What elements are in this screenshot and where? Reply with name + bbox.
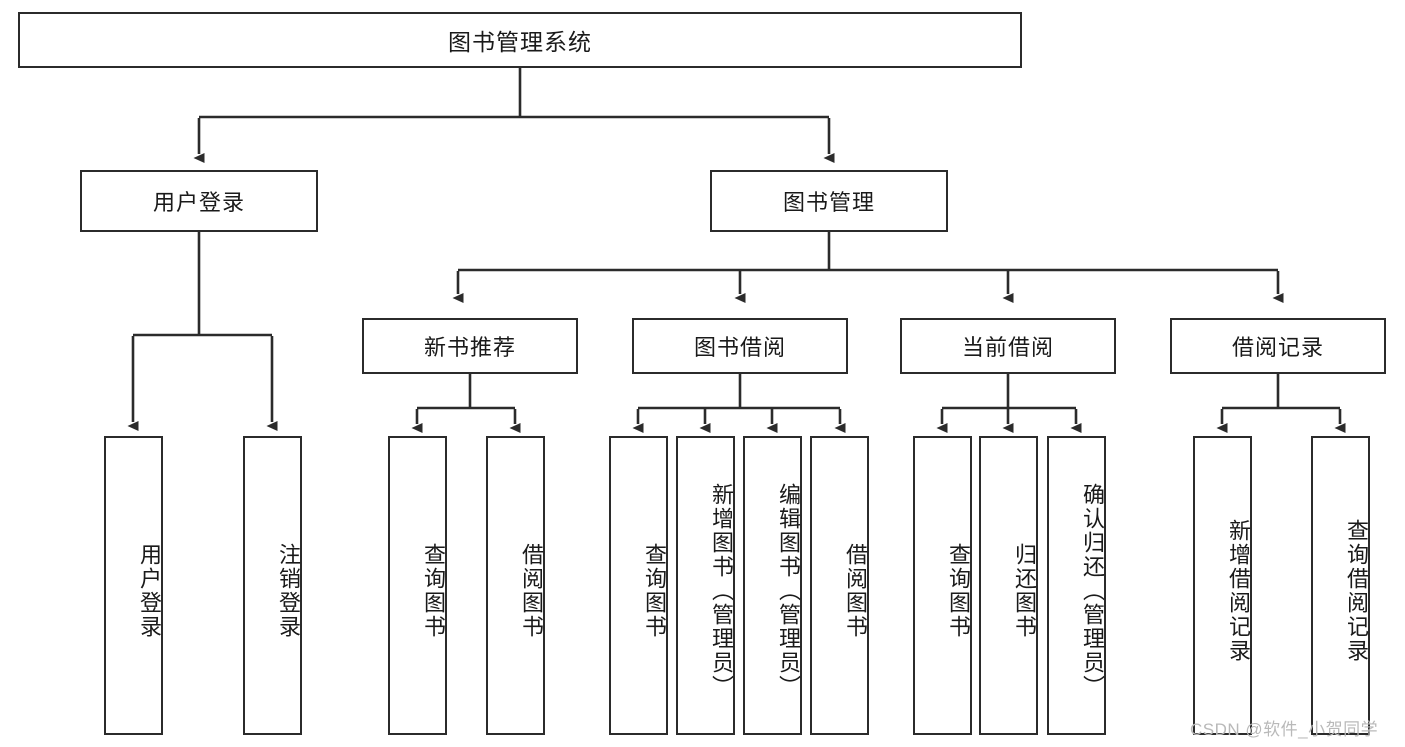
node-label: 新增图书（管理员） (709, 482, 734, 699)
node-label: 新增借阅记录 (1226, 518, 1251, 663)
leaf-book-borrowing-edit-book-admin[interactable]: 编辑图书（管理员） (743, 436, 802, 735)
leaf-current-borrowing-confirm-return-admin[interactable]: 确认归还（管理员） (1047, 436, 1106, 735)
leaf-book-borrowing-query-book[interactable]: 查询图书 (609, 436, 668, 735)
node-label: 借阅记录 (1231, 335, 1324, 360)
node-label: 借阅图书 (843, 542, 868, 639)
node-label: 注销登录 (276, 542, 301, 639)
node-root-library-management-system[interactable]: 图书管理系统 (18, 12, 1022, 68)
node-user-login[interactable]: 用户登录 (80, 170, 318, 232)
node-label: 新书推荐 (423, 335, 516, 360)
node-label: 查询图书 (642, 542, 667, 639)
node-label: 用户登录 (152, 190, 245, 215)
leaf-current-borrowing-return-book[interactable]: 归还图书 (979, 436, 1038, 735)
node-label: 编辑图书（管理员） (776, 482, 801, 699)
node-label: 用户登录 (137, 542, 162, 639)
leaf-user-login-logout[interactable]: 注销登录 (243, 436, 302, 735)
node-book-borrowing[interactable]: 图书借阅 (632, 318, 848, 374)
leaf-borrowing-record-query-record[interactable]: 查询借阅记录 (1311, 436, 1370, 735)
node-book-management[interactable]: 图书管理 (710, 170, 948, 232)
node-label: 当前借阅 (961, 335, 1054, 360)
node-label: 归还图书 (1012, 542, 1037, 639)
node-label: 确认归还（管理员） (1080, 482, 1105, 699)
node-label: 图书借阅 (693, 335, 786, 360)
node-label: 查询图书 (946, 542, 971, 639)
node-label: 查询图书 (421, 542, 446, 639)
leaf-new-book-query-book[interactable]: 查询图书 (388, 436, 447, 735)
leaf-current-borrowing-query-book[interactable]: 查询图书 (913, 436, 972, 735)
node-new-book-recommendation[interactable]: 新书推荐 (362, 318, 578, 374)
leaf-user-login-login[interactable]: 用户登录 (104, 436, 163, 735)
leaf-book-borrowing-borrow-book[interactable]: 借阅图书 (810, 436, 869, 735)
node-label: 图书管理 (782, 190, 875, 215)
leaf-book-borrowing-add-book-admin[interactable]: 新增图书（管理员） (676, 436, 735, 735)
node-label: 查询借阅记录 (1344, 518, 1369, 663)
leaf-borrowing-record-add-record[interactable]: 新增借阅记录 (1193, 436, 1252, 735)
node-label: 图书管理系统 (448, 29, 592, 55)
csdn-watermark: CSDN @软件_小贺同学 (1190, 720, 1379, 739)
leaf-new-book-borrow-book[interactable]: 借阅图书 (486, 436, 545, 735)
node-current-borrowing[interactable]: 当前借阅 (900, 318, 1116, 374)
node-borrowing-record[interactable]: 借阅记录 (1170, 318, 1386, 374)
node-label: 借阅图书 (519, 542, 544, 639)
